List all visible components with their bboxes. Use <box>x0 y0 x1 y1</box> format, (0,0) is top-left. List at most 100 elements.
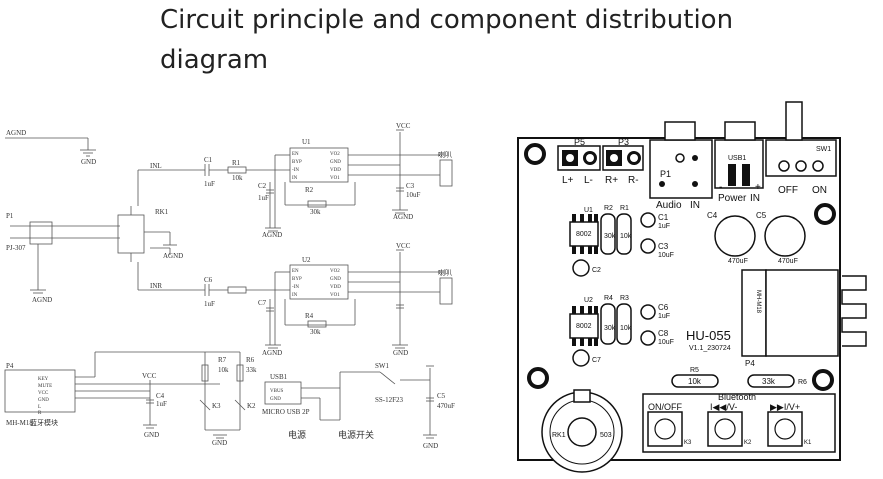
c5-val: 470uF <box>437 402 455 410</box>
u2-pin-vo1: VO1 <box>330 293 340 298</box>
pcb-r6v: 33k <box>762 377 776 386</box>
pcb-c3v: 10uF <box>658 252 674 259</box>
pcb-chip2: 8002 <box>576 323 592 330</box>
agnd-label: AGND <box>6 129 26 137</box>
agnd-label-2: AGND <box>262 231 282 239</box>
chip-pin-labels: EN BYP -IN IN VO2 GND VDD VO1 EN BYP -IN… <box>38 152 341 416</box>
r2-label: R2 <box>305 186 314 194</box>
c2-label: C2 <box>258 182 267 190</box>
c6-label: C6 <box>204 276 213 284</box>
r1-label: R1 <box>232 159 241 167</box>
bt-pin-mute: MUTE <box>38 384 52 389</box>
gnd-label: GND <box>81 158 96 166</box>
c3-val: 10uF <box>406 191 421 199</box>
sw-label: SW1 <box>375 362 390 370</box>
pcb-c1: C1 <box>658 213 669 222</box>
u2-pin-en: EN <box>292 269 299 274</box>
pcb-plus: + <box>755 182 761 193</box>
schematic-labels: AGND GND INL INR C1 1uF R1 10k C6 1uF U1… <box>6 122 455 450</box>
pcb-p3: P3 <box>618 137 629 147</box>
pcb-u1: U1 <box>584 207 593 214</box>
pcb-p5: P5 <box>574 137 585 147</box>
u1-pin-en: EN <box>292 152 299 157</box>
pcb-chip1: 8002 <box>576 231 592 238</box>
u2-label: U2 <box>302 256 311 264</box>
k2-label: K2 <box>247 402 256 410</box>
bt-pin-gnd: GND <box>38 398 49 403</box>
bt-pin-vcc: VCC <box>38 391 49 396</box>
pcb-power: Power <box>718 193 747 204</box>
pcb-r1v: 10k <box>620 233 632 240</box>
pcb-r1: R1 <box>620 205 629 212</box>
pcb-usb1: USB1 <box>728 155 746 162</box>
agnd-label-5: AGND <box>32 296 52 304</box>
pcb-board <box>517 101 867 473</box>
schematic-bottom-labels: MICRO USB 2P <box>262 408 310 416</box>
r2-val: 30k <box>310 208 321 216</box>
pcb-c5: C5 <box>756 211 767 220</box>
pcb-c1v: 1uF <box>658 223 670 230</box>
r6-label: R6 <box>246 356 255 364</box>
switch-label: 电源开关 <box>338 429 374 440</box>
k3-label: K3 <box>212 402 221 410</box>
pcb-version: V1.1_230724 <box>689 345 731 352</box>
speaker-label-1: 喇叭 <box>438 150 452 159</box>
r4-label: R4 <box>305 312 314 320</box>
r7-label: R7 <box>218 356 227 364</box>
gnd-label-2: GND <box>393 349 408 357</box>
u1-label: U1 <box>302 138 311 146</box>
c6-val: 1uF <box>204 300 215 308</box>
pcb-r2v: 30k <box>604 233 616 240</box>
r6-val: 33k <box>246 366 257 374</box>
c7-label: C7 <box>258 299 267 307</box>
pcb-on: ON <box>812 185 827 196</box>
pcb-c4v: 470uF <box>728 258 748 265</box>
pcb-r4v: 30k <box>604 325 616 332</box>
inl-label: INL <box>150 162 162 170</box>
r1-val: 10k <box>232 174 243 182</box>
vcc-label-3: VCC <box>142 372 157 380</box>
p1-label: P1 <box>6 212 14 220</box>
agnd-label-4: AGND <box>393 213 413 221</box>
u1-pin-nin: -IN <box>292 168 299 173</box>
u1-pin-in: IN <box>292 176 298 181</box>
pcb-c8v: 10uF <box>658 339 674 346</box>
pcb-rk1: RK1 <box>552 432 566 439</box>
vcc-label-1: VCC <box>396 122 411 130</box>
schematic-cn-labels: 电源 电源开关 <box>288 429 374 440</box>
pcb-c4: C4 <box>707 211 718 220</box>
pcb-c8: C8 <box>658 329 669 338</box>
c5-label: C5 <box>437 392 446 400</box>
pcb-c5v: 470uF <box>778 258 798 265</box>
c4-label: C4 <box>156 392 165 400</box>
agnd-label-3: AGND <box>262 349 282 357</box>
pcb-r6: R6 <box>798 379 807 386</box>
r7-val: 10k <box>218 366 229 374</box>
u2-pin-gnd: GND <box>330 277 341 282</box>
pcb-c2: C2 <box>592 267 601 274</box>
bt-part: MH-M18 <box>6 419 33 427</box>
pcb-lm: L- <box>584 175 593 186</box>
pcb-c7: C7 <box>592 357 601 364</box>
gnd-label-5: GND <box>423 442 438 450</box>
gnd-label-3: GND <box>144 431 159 439</box>
pcb-next: ▶▶I/V+ <box>770 402 800 412</box>
rk1-label: RK1 <box>155 208 169 216</box>
c2-val: 1uF <box>258 194 269 202</box>
schematic <box>4 129 453 439</box>
pcb-r3v: 10k <box>620 325 632 332</box>
speaker-label-2: 喇叭 <box>438 268 452 277</box>
pcb-minus: - <box>719 182 722 193</box>
pcb-off: OFF <box>778 185 798 196</box>
pcb-r4: R4 <box>604 295 613 302</box>
agnd-label-6: AGND <box>163 252 183 260</box>
pcb-rk1v: 503 <box>600 432 612 439</box>
pcb-lp: L+ <box>562 175 574 186</box>
usb-pin-vbus: VBUS <box>270 389 284 394</box>
bt-pin-r: R <box>38 411 42 416</box>
gnd-label-4: GND <box>212 439 227 447</box>
pcb-r5v: 10k <box>688 377 702 386</box>
u1-pin-vdd: VDD <box>330 168 341 173</box>
pcb-c6v: 1uF <box>658 313 670 320</box>
